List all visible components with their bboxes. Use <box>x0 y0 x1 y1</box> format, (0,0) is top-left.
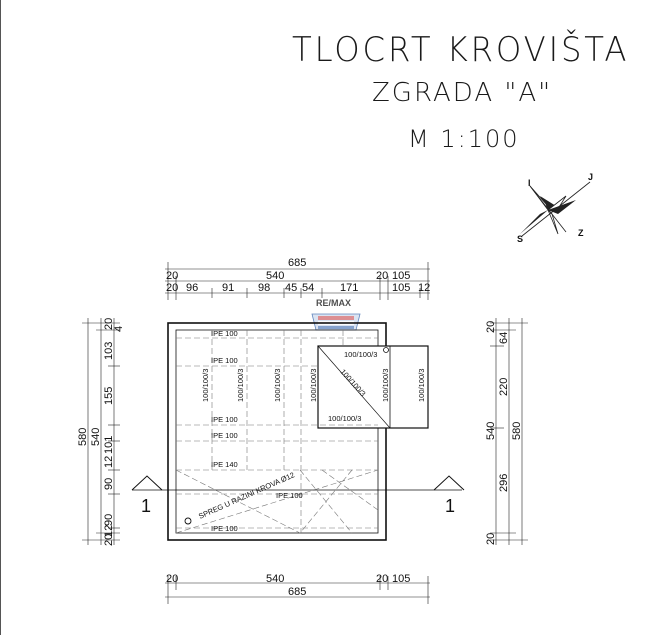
drawing-title: TLOCRT KROVIŠTA <box>292 30 630 70</box>
compass-east-label: J <box>588 172 593 182</box>
section-mark-right: 1 <box>445 496 455 516</box>
dim-top-r3-3: 98 <box>258 282 270 294</box>
top-dimensions <box>165 262 430 300</box>
rafter-label: 100/100/3 <box>309 369 318 402</box>
dim-left-seg: 101 <box>103 436 115 454</box>
roof-structure-grid <box>175 330 379 534</box>
dim-bottom-b: 540 <box>266 573 284 585</box>
rafter-label: 100/100/3 <box>328 414 361 423</box>
dim-left-seg: 20 <box>103 318 115 330</box>
dim-top-r3-6: 171 <box>340 282 358 294</box>
dim-left-extra: 4 <box>113 326 125 332</box>
dim-top-r3-4: 45 <box>285 282 297 294</box>
rafter-label: 100/100/3 <box>381 369 390 402</box>
dim-top-r2-d: 105 <box>392 270 410 282</box>
dim-left-overall: 580 <box>77 428 89 446</box>
dim-left-seg: 12 <box>103 525 115 537</box>
compass-west-label: S <box>517 234 523 244</box>
dim-right-seg: 220 <box>498 378 510 396</box>
dim-right-seg: 20 <box>485 321 497 333</box>
dim-bottom-d: 105 <box>392 573 410 585</box>
dim-right-seg: 296 <box>498 474 510 492</box>
dim-left-seg: 90 <box>103 478 115 490</box>
drawing-frame-line <box>0 0 1 635</box>
compass-south-label: Z <box>578 228 584 238</box>
dim-right-inner: 540 <box>485 422 497 440</box>
roof-outline <box>167 322 429 541</box>
dim-top-overall: 685 <box>288 257 306 269</box>
beam-label: IPE 100 <box>276 491 303 500</box>
rafter-label: 100/100/3 <box>236 369 245 402</box>
beam-label: IPE 100 <box>211 329 238 338</box>
dim-top-r3-1: 96 <box>186 282 198 294</box>
dim-left-inner: 540 <box>90 428 102 446</box>
dim-left-seg: 90 <box>103 514 115 526</box>
rafter-label: 100/100/3 <box>273 369 282 402</box>
beam-label: IPE 100 <box>211 524 238 533</box>
dim-left-seg: 155 <box>103 387 115 405</box>
dim-left-seg: 20 <box>103 534 115 546</box>
section-mark-left: 1 <box>141 496 151 516</box>
dim-top-r2-b: 540 <box>266 270 284 282</box>
watermark-text: RE/MAX <box>316 298 351 308</box>
dim-right-seg: 20 <box>485 533 497 545</box>
beam-label: IPE 140 <box>211 460 238 469</box>
rafter-label: 100/100/3 <box>201 369 210 402</box>
dim-bottom-overall: 685 <box>288 586 306 598</box>
dim-right-seg: 64 <box>498 332 510 344</box>
remax-watermark: RE/MAX <box>311 298 361 331</box>
compass-rose-icon: I J S Z <box>517 172 593 244</box>
rafter-label: 100/100/3 <box>344 350 377 359</box>
right-dimensions <box>490 318 528 545</box>
dim-right-overall: 580 <box>511 422 523 440</box>
bottom-dimensions <box>165 576 430 604</box>
dim-top-r2-c: 20 <box>376 270 388 282</box>
dim-top-r3-0: 20 <box>166 282 178 294</box>
dim-bottom-a: 20 <box>166 573 178 585</box>
beam-label: IPE 100 <box>211 431 238 440</box>
rafter-label: 100/100/3 <box>417 369 426 402</box>
section-line-1-1 <box>131 475 465 491</box>
scale-label: M 1:100 <box>408 125 520 153</box>
dim-top-r3-5: 54 <box>302 282 314 294</box>
dim-bottom-c: 20 <box>376 573 388 585</box>
dim-top-r3-2: 91 <box>222 282 234 294</box>
dim-left-seg: 12 <box>103 456 115 468</box>
left-dimensions <box>82 318 120 545</box>
dim-top-r3-7: 105 <box>392 282 410 294</box>
dim-left-seg: 103 <box>103 342 115 360</box>
dim-top-r3-8: 12 <box>418 282 430 294</box>
dim-top-r2-a: 20 <box>166 270 178 282</box>
beam-label: IPE 100 <box>211 415 238 424</box>
compass-north-label: I <box>528 178 531 188</box>
beam-label: IPE 100 <box>211 356 238 365</box>
building-label: ZGRADA "A" <box>372 78 553 108</box>
